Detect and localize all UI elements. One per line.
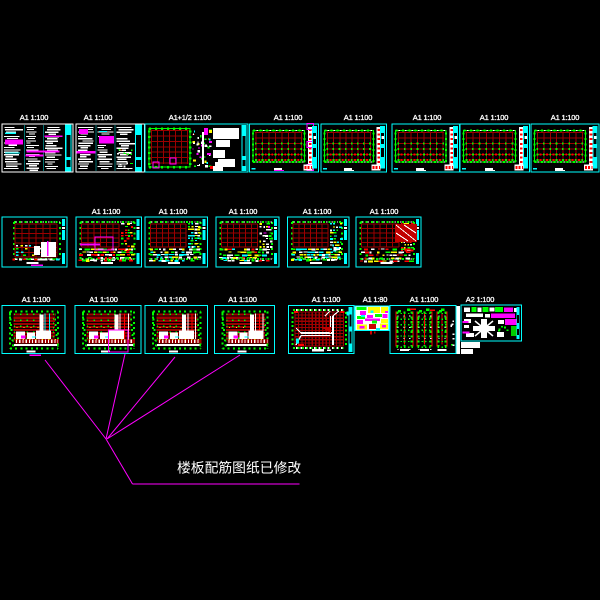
svg-text:A1 1:100: A1 1:100 bbox=[92, 207, 120, 216]
svg-text:A1 1:100: A1 1:100 bbox=[274, 113, 302, 122]
svg-text:A1 1:100: A1 1:100 bbox=[551, 113, 579, 122]
svg-text:A1 1:100: A1 1:100 bbox=[159, 207, 187, 216]
svg-text:A1 1:100: A1 1:100 bbox=[89, 295, 117, 304]
svg-text:A1 1:100: A1 1:100 bbox=[20, 113, 48, 122]
svg-text:A1 1:100: A1 1:100 bbox=[158, 295, 186, 304]
svg-text:楼板配筋图纸已修改: 楼板配筋图纸已修改 bbox=[177, 460, 301, 476]
svg-text:A1 1:100: A1 1:100 bbox=[370, 207, 398, 216]
svg-text:A1+1/2 1:100: A1+1/2 1:100 bbox=[169, 113, 211, 122]
svg-text:A1 1:100: A1 1:100 bbox=[228, 295, 256, 304]
svg-text:A1 1:100: A1 1:100 bbox=[22, 295, 50, 304]
svg-text:A2 1:100: A2 1:100 bbox=[466, 295, 494, 304]
svg-text:A1 1:100: A1 1:100 bbox=[410, 295, 438, 304]
svg-text:A1 1:100: A1 1:100 bbox=[413, 113, 441, 122]
svg-text:A1 1:100: A1 1:100 bbox=[303, 207, 331, 216]
svg-text:A1 1:100: A1 1:100 bbox=[312, 295, 340, 304]
svg-text:A1 1:100: A1 1:100 bbox=[344, 113, 372, 122]
svg-text:A1 1:100: A1 1:100 bbox=[229, 207, 257, 216]
svg-text:A1 1:100: A1 1:100 bbox=[480, 113, 508, 122]
svg-text:A1 1:100: A1 1:100 bbox=[84, 113, 112, 122]
svg-text:A1 1:80: A1 1:80 bbox=[363, 295, 387, 304]
